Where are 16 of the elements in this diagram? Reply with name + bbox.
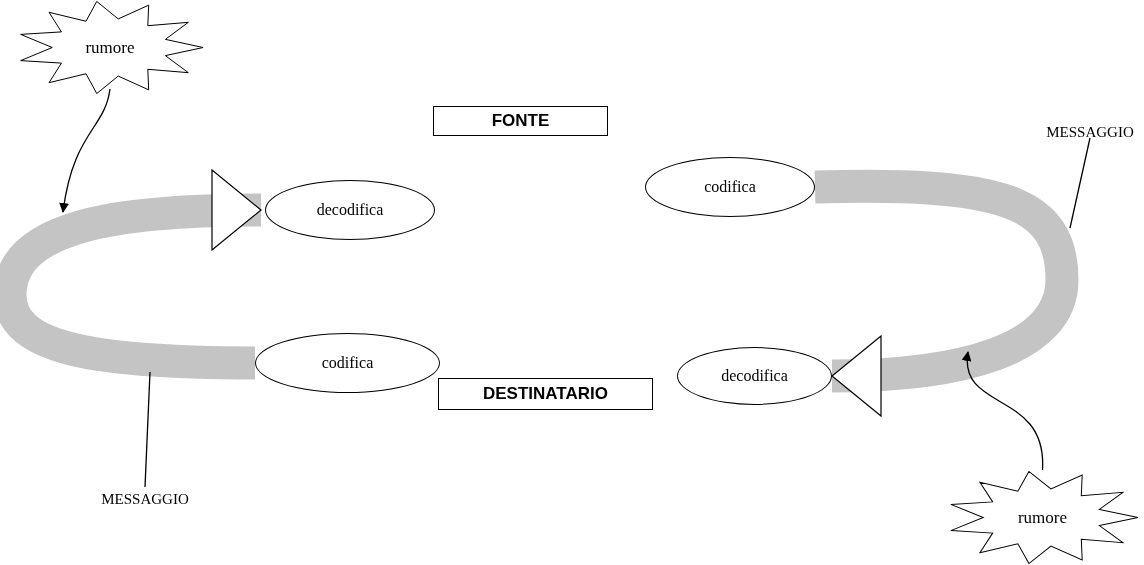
arrow (59, 88, 111, 213)
process-ellipse: decodifica (265, 180, 435, 240)
message-label: MESSAGGIO (85, 487, 205, 511)
label-box: FONTE (433, 106, 608, 136)
process-ellipse: codifica (255, 333, 440, 393)
starburst-label: rumore (1017, 506, 1068, 529)
ribbon-arrow (0, 169, 262, 380)
ribbon-arrow (814, 169, 1079, 416)
process-ellipse: codifica (645, 157, 815, 217)
process-ellipse: decodifica (677, 347, 832, 405)
leader-line (144, 371, 151, 488)
starburst-label: rumore (85, 36, 135, 59)
message-label: MESSAGGIO (1030, 120, 1144, 144)
arrow (962, 351, 1044, 471)
label-box: DESTINATARIO (438, 378, 653, 410)
leader-line (1069, 137, 1091, 229)
